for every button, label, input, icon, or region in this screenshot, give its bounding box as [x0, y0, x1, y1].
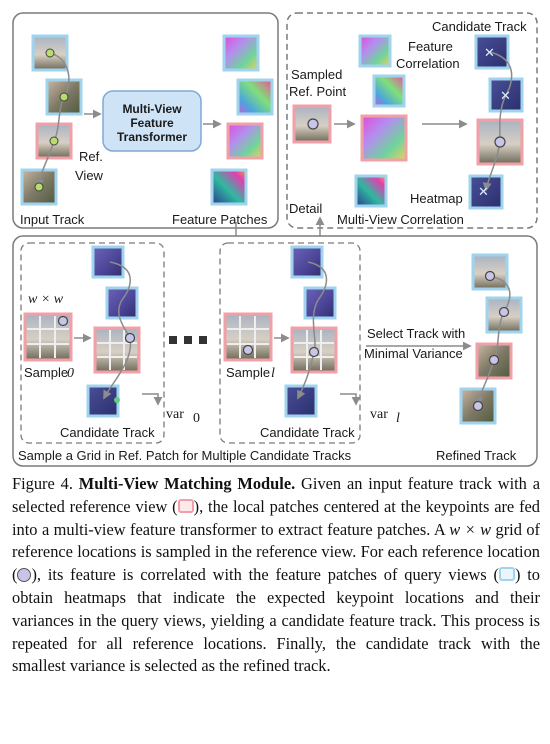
sample-l-group: [219, 242, 361, 444]
input-track-label: Input Track: [20, 212, 85, 227]
ref-view-swatch: [177, 498, 194, 513]
transformer-label-1: Multi-View: [122, 102, 182, 116]
query-view-swatch: [498, 567, 515, 582]
sampled-point-label-1: Sampled: [291, 67, 342, 82]
svg-text:✕: ✕: [500, 89, 511, 104]
select-label-2: Minimal Variance: [364, 346, 463, 361]
sample-0-group: [20, 242, 165, 444]
ref-point-marker: [307, 118, 319, 130]
ref-point-swatch: [17, 568, 32, 583]
refined-track-label: Refined Track: [436, 448, 517, 463]
matching-module-figure: Ref. View Multi-View Feature Transformer…: [12, 12, 538, 467]
sample-0-index: 0: [67, 366, 74, 381]
transformer-label-2: Feature: [130, 116, 174, 130]
caption-label: Figure 4.: [12, 474, 73, 493]
var-0-index: 0: [193, 411, 200, 426]
transformer-label-3: Transformer: [117, 130, 187, 144]
ref-view-label-2: View: [75, 168, 104, 183]
multi-view-feature-transformer: [102, 90, 202, 152]
caption-text-5: ) to obtain heatmaps that indicate the e…: [12, 565, 540, 676]
caption-text-1: Given an input feature track with a sele…: [12, 474, 540, 516]
sample-l-label: Sample: [226, 365, 270, 380]
sample-grid-panel-label: Sample a Grid in Ref. Patch for Multiple…: [18, 448, 352, 463]
sampled-point-label-2: Ref. Point: [289, 84, 346, 99]
feature-correlation-label-1: Feature: [408, 39, 453, 54]
svg-text:✕: ✕: [484, 46, 495, 61]
refined-track: [459, 253, 523, 425]
input-track-patches: [20, 34, 83, 206]
caption-text-2: ), the local patches centered at the key…: [12, 496, 540, 539]
feature-correlation-label-2: Correlation: [396, 56, 460, 71]
var-l: var: [370, 407, 388, 422]
caption-text-3: grid of reference locations is sampled i…: [12, 519, 540, 585]
feature-patches: [210, 34, 274, 206]
correlation-feature-patches: [354, 34, 408, 208]
sample-l-grid: [223, 312, 273, 362]
candidate-track-label-top: Candidate Track: [432, 19, 527, 34]
candidate-track-l-label: Candidate Track: [260, 425, 355, 440]
heatmap-track: ✕ ✕ ✕: [468, 34, 524, 210]
heatmap-label: Heatmap: [410, 191, 463, 206]
detail-label: Detail: [289, 201, 322, 216]
caption-grid-math: w × w: [449, 519, 492, 539]
candidate-track-0-label: Candidate Track: [60, 425, 155, 440]
sample-0-grid: [23, 312, 73, 362]
ref-view-label: Ref.: [79, 149, 103, 164]
svg-text:✕: ✕: [478, 185, 489, 200]
candidate-track-0: [86, 245, 141, 418]
multi-view-correlation-label: Multi-View Correlation: [337, 212, 464, 227]
var-0: var: [166, 407, 184, 422]
var-l-index: l: [396, 411, 400, 426]
sample-l-index: l: [271, 366, 275, 381]
figure-caption: Figure 4. Multi-View Matching Module. Gi…: [12, 473, 540, 678]
ellipsis: [169, 336, 207, 344]
candidate-track-l: [284, 245, 338, 418]
select-label-1: Select Track with: [367, 326, 465, 341]
feature-patches-label: Feature Patches: [172, 212, 268, 227]
caption-text-4: ), its feature is correlated with the fe…: [31, 565, 499, 585]
sample-0-label: Sample: [24, 365, 68, 380]
caption-title: Multi-View Matching Module.: [78, 474, 296, 493]
sample-grid-panel: [12, 235, 538, 467]
grid-size-label: w × w: [28, 292, 64, 307]
